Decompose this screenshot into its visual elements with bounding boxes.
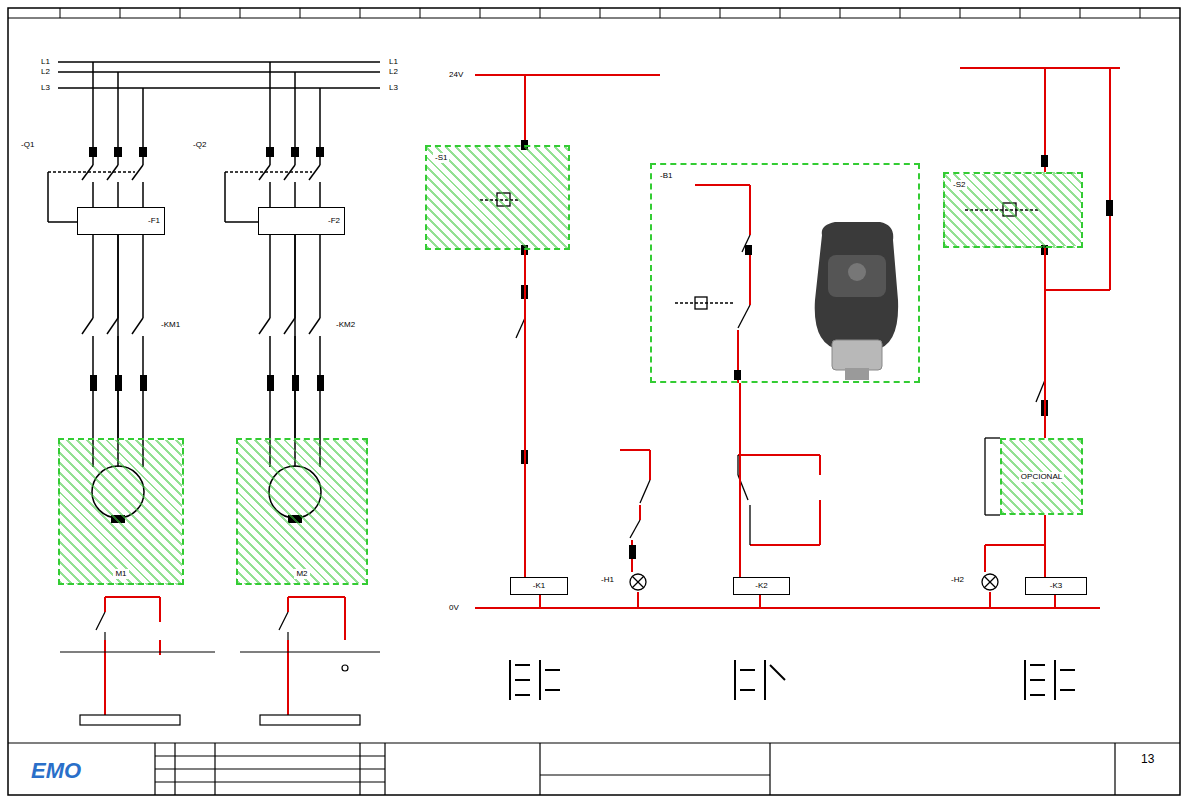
wire-label: -H2 <box>950 575 965 585</box>
node-label: M1 <box>113 569 128 579</box>
switch-box: -S2 <box>943 172 1083 248</box>
node-label: -K3 <box>1048 581 1064 591</box>
wire <box>1044 248 1046 438</box>
pressure-switch-box: -B1 <box>650 163 920 383</box>
wire-label: -H1 <box>600 575 615 585</box>
wire <box>1044 515 1046 577</box>
wire-label: L2 <box>388 67 399 77</box>
wire <box>739 383 741 577</box>
motor-box: M1 <box>58 438 184 585</box>
relay-coil: -K1 <box>510 577 568 595</box>
wire-label: -KM2 <box>335 320 356 330</box>
pressure-switch-photo <box>815 222 898 380</box>
wire-label: L3 <box>388 83 399 93</box>
node-label: -F2 <box>326 216 342 226</box>
company-logo: EMO <box>30 758 82 784</box>
thermal-relay: -F1 <box>77 207 165 235</box>
relay-coil: -K2 <box>733 577 790 595</box>
node-label: -B1 <box>658 171 674 181</box>
wire-label: 13 <box>1140 752 1155 766</box>
wire-label: L1 <box>40 57 51 67</box>
wire <box>524 250 526 577</box>
wire-label: -KM1 <box>160 320 181 330</box>
wire-label: L2 <box>40 67 51 77</box>
wire-label: 0V <box>448 603 460 613</box>
wire-label: 24V <box>448 70 464 80</box>
node-label: -F1 <box>146 216 162 226</box>
switch-box: -S1 <box>425 145 570 250</box>
node-label: OPCIONAL <box>1019 472 1064 482</box>
optional-box: OPCIONAL <box>1000 438 1083 515</box>
thermal-relay: -F2 <box>258 207 345 235</box>
node-label: -K2 <box>753 581 769 591</box>
node-label: -S1 <box>433 153 449 163</box>
wire-label: L1 <box>388 57 399 67</box>
wire <box>117 235 119 438</box>
node-label: -S2 <box>951 180 967 190</box>
relay-coil: -K3 <box>1025 577 1087 595</box>
wire-label: L3 <box>40 83 51 93</box>
motor-box: M2 <box>236 438 368 585</box>
wire-label: -Q2 <box>192 140 207 150</box>
wire-label: -Q1 <box>20 140 35 150</box>
node-label: -K1 <box>531 581 547 591</box>
wire <box>294 235 296 438</box>
node-label: M2 <box>294 569 309 579</box>
